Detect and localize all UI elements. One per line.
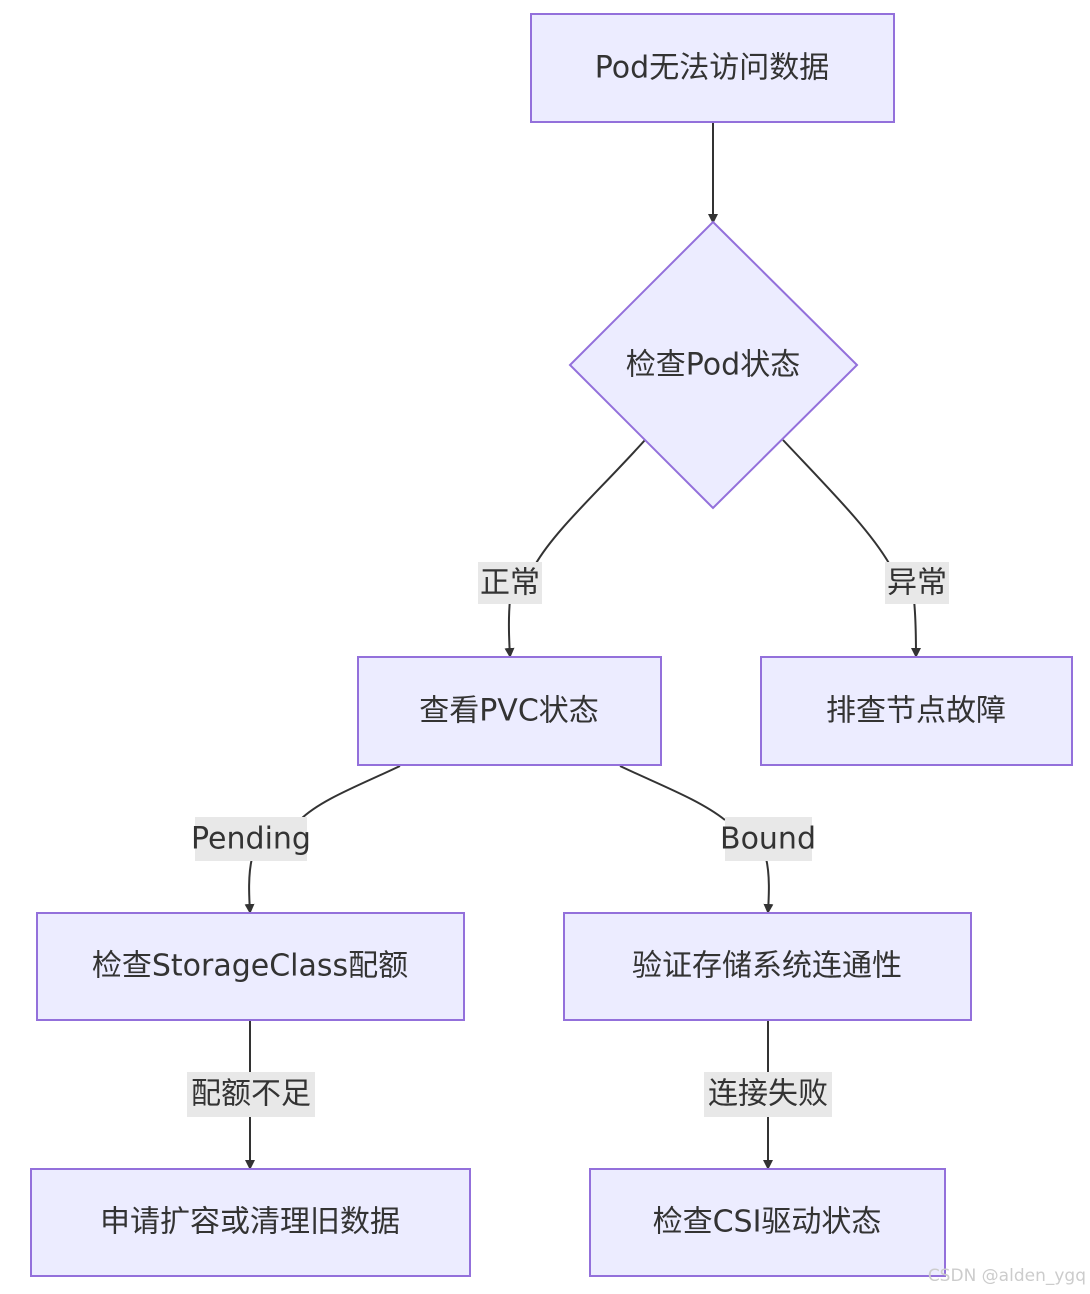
- edge-check-pod-normal: [509, 439, 646, 656]
- edge-label-normal: 正常: [478, 562, 542, 604]
- node-check-pvc: 查看PVC状态: [357, 656, 662, 766]
- edge-label-pending: Pending: [191, 817, 311, 861]
- node-check-pod-text: 检查Pod状态: [626, 348, 800, 383]
- node-check-csi-text: 检查CSI驱动状态: [653, 1205, 882, 1240]
- node-check-storageclass-text: 检查StorageClass配额: [92, 949, 408, 984]
- edge-labels: 正常 异常 Pending Bound 配额不足 连接失败: [187, 562, 949, 1117]
- edge-label-connection-failed-text: 连接失败: [708, 1077, 828, 1112]
- edge-label-pending-text: Pending: [191, 822, 311, 857]
- node-check-pod-decision: 检查Pod状态: [568, 220, 859, 510]
- edge-label-bound: Bound: [720, 817, 816, 861]
- edge-label-abnormal-text: 异常: [887, 566, 947, 601]
- edges: [249, 123, 916, 1168]
- node-node-fault-text: 排查节点故障: [826, 694, 1006, 729]
- edge-pvc-bound: [619, 765, 769, 912]
- edge-pvc-pending: [249, 765, 401, 912]
- node-expand-or-clean: 申请扩容或清理旧数据: [30, 1168, 471, 1277]
- node-verify-connectivity-text: 验证存储系统连通性: [632, 949, 902, 984]
- edge-label-quota-insufficient-text: 配额不足: [191, 1077, 311, 1112]
- edge-label-quota-insufficient: 配额不足: [187, 1072, 315, 1117]
- node-expand-or-clean-text: 申请扩容或清理旧数据: [100, 1205, 400, 1240]
- node-check-csi: 检查CSI驱动状态: [589, 1168, 946, 1277]
- node-check-storageclass: 检查StorageClass配额: [36, 912, 465, 1021]
- edge-check-pod-abnormal: [782, 439, 916, 656]
- edge-label-connection-failed: 连接失败: [704, 1072, 832, 1117]
- edge-label-bound-text: Bound: [720, 822, 816, 857]
- edge-label-normal-text: 正常: [480, 566, 540, 601]
- node-check-pvc-text: 查看PVC状态: [419, 694, 599, 729]
- node-node-fault: 排查节点故障: [760, 656, 1073, 766]
- node-pod-unreachable-text: Pod无法访问数据: [595, 51, 829, 86]
- watermark: CSDN @alden_ygq: [927, 1266, 1086, 1286]
- node-verify-connectivity: 验证存储系统连通性: [563, 912, 972, 1021]
- nodes: Pod无法访问数据 检查Pod状态 查看PVC状态 排查节点故障 检查Stora…: [30, 13, 1073, 1277]
- edge-label-abnormal: 异常: [885, 562, 949, 604]
- node-pod-unreachable: Pod无法访问数据: [530, 13, 895, 123]
